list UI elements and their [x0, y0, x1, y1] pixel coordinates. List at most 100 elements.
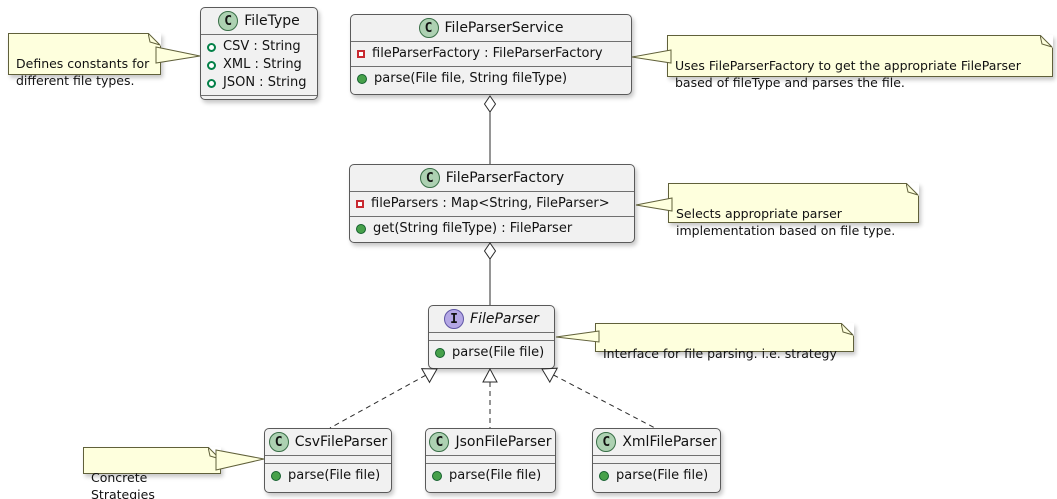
class-badge-icon: C	[596, 432, 617, 452]
class-title: CsvFileParser	[294, 434, 388, 450]
public-method-icon	[357, 74, 367, 84]
field-text: XML : String	[223, 57, 302, 72]
note-text: Selects appropriate parser implementatio…	[676, 205, 896, 239]
field-row: XML : String	[207, 56, 311, 74]
methods-compartment: parse(File file)	[593, 464, 720, 492]
class-filetype-header: C FileType	[201, 8, 317, 35]
class-badge-icon: C	[268, 432, 289, 452]
method-row: get(String fileType) : FileParser	[356, 220, 628, 238]
methods-compartment: parse(File file)	[426, 464, 555, 492]
public-field-icon	[207, 78, 216, 88]
interface-title: FileParser	[470, 311, 539, 327]
note-text: Interface for file parsing. i.e. strateg…	[603, 345, 837, 361]
note-pointer-filetype	[155, 46, 201, 64]
note-fileparserfactory: Selects appropriate parser implementatio…	[668, 183, 919, 238]
method-text: parse(File file)	[452, 345, 545, 360]
interface-badge-icon: I	[444, 309, 465, 329]
public-field-icon	[207, 42, 216, 52]
note-concrete-strategies: Concrete Strategies	[83, 447, 221, 499]
class-title: JsonFileParser	[455, 434, 552, 450]
aggregation-factory-fileparser	[483, 242, 497, 305]
class-fileparserfactory-header: C FileParserFactory	[350, 165, 634, 192]
private-field-icon	[357, 50, 365, 58]
note-fold-icon	[208, 447, 221, 460]
method-row: parse(File file)	[599, 467, 714, 485]
class-badge-icon: C	[429, 432, 450, 452]
class-filetype: C FileType CSV : String XML : String JSO…	[200, 7, 318, 100]
method-row: parse(File file)	[435, 344, 548, 362]
field-text: JSON : String	[223, 75, 307, 90]
fields-compartment: fileParsers : Map<String, FileParser>	[350, 192, 634, 217]
note-fileparser: Interface for file parsing. i.e. strateg…	[595, 323, 854, 361]
methods-compartment: get(String fileType) : FileParser	[350, 217, 634, 242]
method-row: parse(File file, String fileType)	[357, 70, 625, 88]
fields-compartment-empty	[429, 333, 554, 341]
note-fold-icon	[841, 323, 854, 336]
note-text: Defines constants for different file typ…	[16, 55, 150, 89]
private-field-icon	[356, 200, 364, 208]
class-jsonfileparser: C JsonFileParser parse(File file)	[425, 428, 556, 493]
methods-compartment: parse(File file)	[265, 464, 391, 492]
class-title: XmlFileParser	[622, 434, 717, 450]
interface-fileparser-header: I FileParser	[429, 306, 554, 333]
fields-compartment-empty	[593, 456, 720, 464]
class-badge-icon: C	[418, 18, 439, 38]
note-pointer-fileparserservice	[631, 49, 672, 64]
note-pointer-fileparser	[555, 330, 600, 343]
methods-compartment: parse(File file, String fileType)	[351, 67, 631, 94]
note-fold-icon	[148, 33, 161, 46]
class-xmlfileparser: C XmlFileParser parse(File file)	[592, 428, 721, 493]
class-title: FileParserFactory	[445, 170, 565, 186]
class-fileparserservice: C FileParserService fileParserFactory : …	[350, 14, 632, 95]
fields-compartment-empty	[265, 456, 391, 464]
field-text: fileParserFactory : FileParserFactory	[372, 46, 603, 61]
method-text: parse(File file, String fileType)	[374, 71, 568, 86]
method-row: parse(File file)	[271, 467, 385, 485]
class-csvfileparser: C CsvFileParser parse(File file)	[264, 428, 392, 493]
public-method-icon	[432, 471, 442, 481]
class-fileparserfactory: C FileParserFactory fileParsers : Map<St…	[349, 164, 635, 243]
class-badge-icon: C	[419, 168, 440, 188]
interface-fileparser: I FileParser parse(File file)	[428, 305, 555, 369]
field-row: JSON : String	[207, 74, 311, 92]
public-method-icon	[271, 471, 281, 481]
field-row: fileParsers : Map<String, FileParser>	[356, 195, 628, 213]
fields-compartment-empty	[426, 456, 555, 464]
method-row: parse(File file)	[432, 467, 549, 485]
class-badge-icon: C	[218, 11, 239, 31]
class-title: FileParserService	[444, 20, 564, 36]
field-row: fileParserFactory : FileParserFactory	[357, 45, 625, 63]
class-csvfileparser-header: C CsvFileParser	[265, 429, 391, 456]
note-fileparserservice: Uses FileParserFactory to get the approp…	[667, 35, 1053, 90]
fields-compartment: fileParserFactory : FileParserFactory	[351, 42, 631, 67]
methods-compartment: parse(File file)	[429, 341, 554, 368]
realization-xml-fileparser	[541, 367, 656, 429]
class-title: FileType	[244, 13, 300, 29]
note-pointer-fileparserfactory	[635, 197, 673, 212]
class-jsonfileparser-header: C JsonFileParser	[426, 429, 555, 456]
public-method-icon	[356, 224, 366, 234]
public-field-icon	[207, 60, 216, 70]
note-text: Uses FileParserFactory to get the approp…	[675, 57, 1021, 91]
note-fold-icon	[906, 183, 919, 196]
note-text: Concrete Strategies	[91, 469, 155, 499]
note-fold-icon	[1040, 35, 1053, 48]
method-text: parse(File file)	[449, 468, 542, 483]
note-filetype: Defines constants for different file typ…	[8, 33, 161, 88]
field-text: fileParsers : Map<String, FileParser>	[371, 196, 610, 211]
realization-csv-fileparser	[329, 368, 438, 429]
class-fileparserservice-header: C FileParserService	[351, 15, 631, 42]
aggregation-service-factory	[483, 95, 497, 164]
fields-compartment: CSV : String XML : String JSON : String	[201, 35, 317, 96]
realization-json-fileparser	[482, 367, 498, 428]
public-method-icon	[599, 471, 609, 481]
field-text: CSV : String	[223, 39, 301, 54]
public-method-icon	[435, 348, 445, 358]
field-row: CSV : String	[207, 38, 311, 56]
method-text: get(String fileType) : FileParser	[373, 221, 573, 236]
methods-compartment-empty	[201, 96, 317, 103]
method-text: parse(File file)	[288, 468, 381, 483]
note-pointer-concrete-strategies	[215, 449, 265, 471]
class-xmlfileparser-header: C XmlFileParser	[593, 429, 720, 456]
